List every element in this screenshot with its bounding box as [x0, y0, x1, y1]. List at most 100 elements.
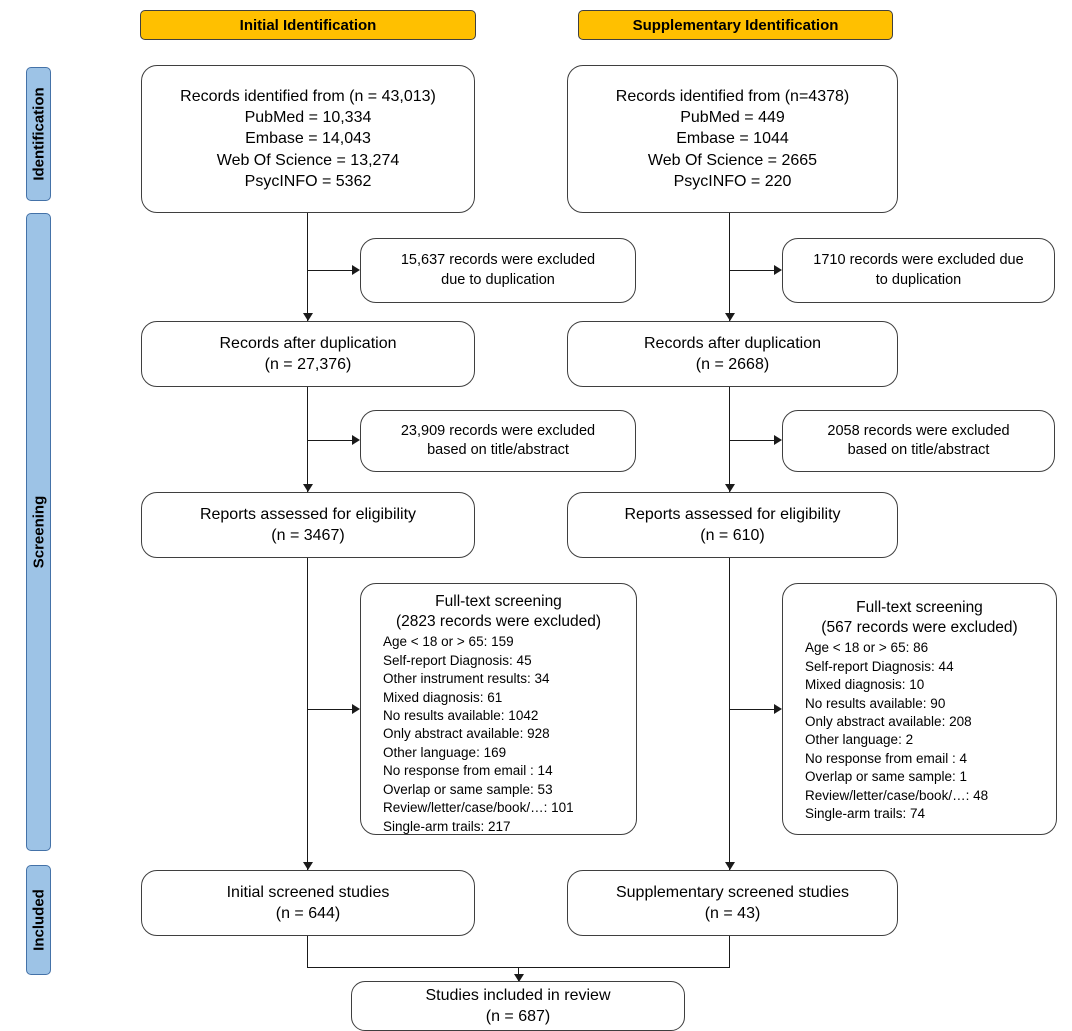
- arrow-initial-duplication-excluded: [352, 265, 360, 275]
- connector-supplementary-duplication-branch: [729, 270, 775, 271]
- connector-initial-identified-down: [307, 213, 308, 321]
- initial-source-web-of-science: Web Of Science = 13,274: [216, 151, 400, 169]
- initial-reason-overlap-or-same-sample: Overlap or same sample: 53: [383, 781, 553, 797]
- initial-after-duplication-line1: Records after duplication: [219, 334, 397, 352]
- supplementary-screened-studies-line2: (n = 43): [704, 905, 761, 922]
- connector-supplementary-fulltext-branch: [729, 709, 775, 710]
- initial-duplication-excluded-line2: due to duplication: [441, 271, 555, 288]
- initial-fulltext-subheading: (2823 records were excluded): [395, 613, 602, 631]
- box-supplementary-records-identified: Records identified from (n=4378) PubMed …: [567, 65, 898, 213]
- box-initial-records-identified: Records identified from (n = 43,013) Pub…: [141, 65, 475, 213]
- supplementary-eligibility-line1: Reports assessed for eligibility: [624, 505, 841, 523]
- supplementary-title-abstract-excluded-line2: based on title/abstract: [847, 442, 990, 458]
- supplementary-fulltext-heading: Full-text screening: [856, 599, 983, 616]
- box-supplementary-eligibility: Reports assessed for eligibility (n = 61…: [567, 492, 898, 558]
- initial-reason-mixed-diagnosis: Mixed diagnosis: 61: [383, 689, 503, 705]
- box-initial-eligibility: Reports assessed for eligibility (n = 34…: [141, 492, 475, 558]
- arrow-supplementary-title-abstract-excluded: [774, 435, 782, 445]
- arrow-initial-screened-studies: [303, 862, 313, 870]
- initial-title-abstract-excluded-line2: based on title/abstract: [427, 442, 569, 458]
- box-studies-included-in-review: Studies included in review (n = 687): [351, 981, 685, 1031]
- initial-reason-review-letter-case-book: Review/letter/case/book/…: 101: [383, 800, 574, 816]
- arrow-initial-title-abstract-excluded: [352, 435, 360, 445]
- connector-initial-duplication-branch: [307, 270, 353, 271]
- connector-initial-eligibility-down: [307, 558, 308, 870]
- box-initial-fulltext-screening: Full-text screening (2823 records were e…: [360, 583, 637, 835]
- initial-source-pubmed: PubMed = 10,334: [244, 109, 372, 127]
- supplementary-reason-self-report-diagnosis: Self-report Diagnosis: 44: [805, 658, 954, 674]
- connector-supplementary-merge-down: [729, 936, 730, 968]
- box-initial-after-duplication: Records after duplication (n = 27,376): [141, 321, 475, 387]
- supplementary-source-web-of-science: Web Of Science = 2665: [647, 151, 818, 169]
- phase-label-identification: Identification: [30, 87, 47, 181]
- initial-reason-other-instrument-results: Other instrument results: 34: [383, 671, 550, 687]
- final-included-line2: (n = 687): [485, 1008, 551, 1025]
- initial-eligibility-line2: (n = 3467): [271, 527, 345, 544]
- arrow-supplementary-duplication-excluded: [774, 265, 782, 275]
- supplementary-after-duplication-line1: Records after duplication: [644, 334, 821, 352]
- initial-after-duplication-line2: (n = 27,376): [264, 356, 352, 373]
- connector-initial-title-abstract-branch: [307, 440, 353, 441]
- initial-duplication-excluded-line1: 15,637 records were excluded: [400, 252, 596, 269]
- supplementary-after-duplication-line2: (n = 2668): [695, 356, 770, 373]
- box-supplementary-duplication-excluded: 1710 records were excluded due to duplic…: [782, 238, 1055, 303]
- box-initial-duplication-excluded: 15,637 records were excluded due to dupl…: [360, 238, 636, 303]
- initial-reason-age: Age < 18 or > 65: 159: [383, 634, 514, 650]
- connector-initial-merge-down: [307, 936, 308, 968]
- supplementary-reason-only-abstract-available: Only abstract available: 208: [805, 713, 972, 729]
- connector-initial-after-duplication-down: [307, 387, 308, 492]
- initial-fulltext-heading: Full-text screening: [435, 593, 562, 610]
- arrow-initial-eligibility: [303, 484, 313, 492]
- supplementary-title-abstract-excluded-line1: 2058 records were excluded: [827, 422, 1010, 439]
- supplementary-reason-single-arm-trails: Single-arm trails: 74: [805, 806, 926, 822]
- supplementary-identified-title: Records identified from (n=4378): [615, 87, 850, 105]
- arrow-supplementary-screened-studies: [725, 862, 735, 870]
- initial-reason-only-abstract-available: Only abstract available: 928: [383, 726, 550, 742]
- initial-identified-title: Records identified from (n = 43,013): [180, 87, 436, 105]
- arrow-initial-fulltext-screening: [352, 704, 360, 714]
- supplementary-reason-no-response-from-email: No response from email : 4: [805, 750, 968, 766]
- arrow-supplementary-after-duplication: [725, 313, 735, 321]
- box-supplementary-after-duplication: Records after duplication (n = 2668): [567, 321, 898, 387]
- supplementary-source-embase: Embase = 1044: [676, 130, 789, 148]
- initial-title-abstract-excluded-line1: 23,909 records were excluded: [400, 422, 596, 439]
- final-included-line1: Studies included in review: [425, 986, 611, 1004]
- supplementary-duplication-excluded-line1: 1710 records were excluded due: [813, 252, 1024, 269]
- initial-reason-other-language: Other language: 169: [383, 744, 507, 760]
- initial-screened-studies-line1: Initial screened studies: [226, 883, 390, 901]
- arrow-initial-after-duplication: [303, 313, 313, 321]
- supplementary-reason-review-letter-case-book: Review/letter/case/book/…: 48: [805, 787, 989, 803]
- supplementary-screened-studies-line1: Supplementary screened studies: [615, 883, 850, 901]
- initial-eligibility-line1: Reports assessed for eligibility: [199, 505, 417, 523]
- phase-bar-included: Included: [26, 865, 51, 975]
- banner-supplementary-identification: Supplementary Identification: [578, 10, 893, 40]
- supplementary-duplication-excluded-line2: to duplication: [875, 271, 962, 288]
- connector-initial-fulltext-branch: [307, 709, 353, 710]
- supplementary-reason-mixed-diagnosis: Mixed diagnosis: 10: [805, 677, 925, 693]
- supplementary-fulltext-reason-list: Age < 18 or > 65: 86 Self-report Diagnos…: [791, 639, 988, 823]
- supplementary-reason-overlap-or-same-sample: Overlap or same sample: 1: [805, 769, 968, 785]
- connector-supplementary-title-abstract-branch: [729, 440, 775, 441]
- box-supplementary-title-abstract-excluded: 2058 records were excluded based on titl…: [782, 410, 1055, 472]
- banner-initial-identification: Initial Identification: [140, 10, 476, 40]
- supplementary-fulltext-subheading: (567 records were excluded): [821, 619, 1018, 637]
- initial-source-psycinfo: PsycINFO = 5362: [244, 172, 372, 190]
- arrow-supplementary-fulltext-screening: [774, 704, 782, 714]
- initial-fulltext-reason-list: Age < 18 or > 65: 159 Self-report Diagno…: [369, 633, 574, 836]
- supplementary-eligibility-line2: (n = 610): [700, 527, 765, 544]
- phase-label-screening: Screening: [30, 495, 47, 569]
- initial-reason-single-arm-trails: Single-arm trails: 217: [383, 818, 511, 834]
- initial-reason-no-results-available: No results available: 1042: [383, 707, 539, 723]
- phase-bar-identification: Identification: [26, 67, 51, 201]
- supplementary-reason-age: Age < 18 or > 65: 86: [805, 640, 929, 656]
- arrow-supplementary-eligibility: [725, 484, 735, 492]
- supplementary-reason-other-language: Other language: 2: [805, 732, 914, 748]
- supplementary-fulltext-heading-group: Full-text screening (567 records were ex…: [791, 598, 1048, 638]
- supplementary-source-psycinfo: PsycINFO = 220: [673, 172, 792, 190]
- box-supplementary-screened-studies: Supplementary screened studies (n = 43): [567, 870, 898, 936]
- phase-bar-screening: Screening: [26, 213, 51, 851]
- arrow-final-included: [514, 974, 524, 982]
- initial-reason-no-response-from-email: No response from email : 14: [383, 763, 553, 779]
- initial-reason-self-report-diagnosis: Self-report Diagnosis: 45: [383, 652, 532, 668]
